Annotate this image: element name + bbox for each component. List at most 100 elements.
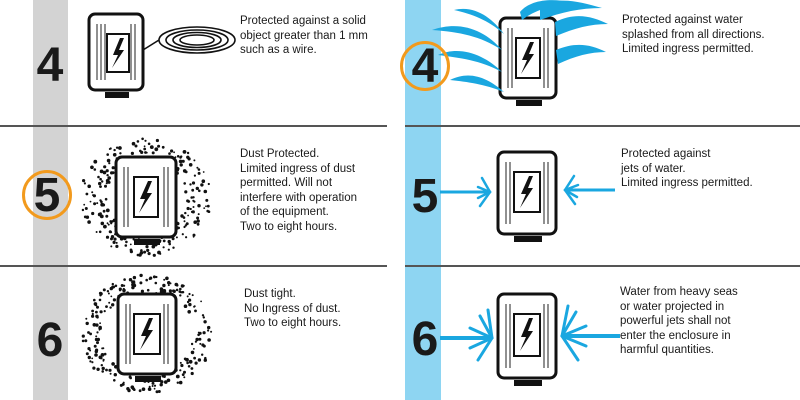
dust-particle [99,169,104,174]
dust-particle [191,294,194,297]
enclosure-water-jets-icon [440,150,615,242]
dust-particle [87,347,91,351]
dust-particle [184,170,188,174]
dust-particle [147,387,152,391]
dust-particle [110,245,113,248]
dust-particle [108,162,111,165]
dust-particle [123,278,126,281]
dust-particle [100,221,105,226]
row-divider [0,265,387,267]
dust-particle [172,246,175,249]
solid-rating-digit: 5 [33,169,61,222]
description-line: Two to eight hours. [244,317,342,329]
dust-particle [189,183,192,186]
dust-particle [105,305,108,308]
dust-particle [141,387,146,391]
dust-particle [202,344,206,348]
dust-particle [161,145,165,149]
dust-particle [189,207,192,211]
dust-particle [85,192,89,196]
row-divider [405,265,800,267]
dust-particle [87,184,91,189]
dust-particle [99,322,101,325]
dust-particle [99,185,102,188]
dust-particle [96,202,99,205]
dust-particle [197,204,201,208]
description-line: Dust tight. [244,288,296,300]
description-line: Limited ingress permitted. [622,43,754,55]
dust-particle [151,151,155,155]
dust-particle [93,168,97,171]
dust-particle [181,233,184,236]
dust-particle [193,159,196,162]
dust-particle [110,222,113,225]
dust-particle [113,237,117,241]
dust-particle [192,196,195,199]
dust-particle [175,374,180,379]
dust-particle [131,141,136,146]
dust-particle [205,205,207,208]
dust-particle [155,275,158,279]
dust-particle [179,163,183,167]
dust-particle [176,381,179,384]
dust-particle [183,376,186,379]
dust-particle [180,155,183,158]
dust-particle [188,163,193,167]
dust-particle [196,216,200,220]
dust-particle [89,360,92,363]
dust-particle [175,288,179,292]
enclosure-in-dust-cloud-icon [81,273,213,394]
dust-particle [165,276,169,281]
dust-particle [167,248,170,251]
dust-particle [202,171,205,173]
dust-particle [182,150,187,154]
description-line: No Ingress of dust. [244,302,341,315]
dust-particle [190,350,195,355]
dust-particle [200,300,202,303]
dust-particle [162,246,165,249]
dust-particle [93,344,97,348]
dust-particle [96,305,99,309]
dust-particle [108,301,111,304]
dust-particle [133,282,136,284]
dust-particle [87,220,91,224]
dust-particle [149,145,154,149]
dust-particle [93,302,98,306]
dust-particle [105,182,108,185]
dust-particle [115,146,119,149]
dust-particle [81,208,85,212]
dust-particle [109,286,113,291]
dust-particle [89,332,92,336]
dust-particle [157,144,161,148]
dust-particle [196,222,200,226]
dust-particle [203,189,208,194]
dust-particle [111,220,114,223]
dust-particle [206,209,209,213]
dust-particle [128,278,133,282]
dust-particle [81,339,85,343]
dust-particle [190,367,194,370]
dust-particle [84,339,88,343]
dust-particle [96,341,99,345]
dust-particle [136,253,140,257]
dust-particle [180,214,184,218]
liquid-rating-digit: 6 [411,313,439,366]
dust-particle [113,148,116,152]
dust-particle [83,203,86,206]
dust-particle [178,380,183,385]
dust-particle [194,309,197,313]
enclosure-powerful-jets-icon [440,292,620,386]
dust-particle [95,310,98,314]
dust-particle [183,370,186,374]
dust-particle [106,222,109,225]
dust-particle [91,309,94,313]
dust-particle [146,248,150,252]
dust-particle [155,138,159,143]
dust-particle [111,166,115,170]
dust-particle [115,241,118,244]
enclosure-with-wire-coil-icon [87,12,236,98]
dust-particle [147,142,151,146]
dust-particle [112,298,116,302]
dust-particle [140,289,144,293]
dust-particle [195,186,199,191]
